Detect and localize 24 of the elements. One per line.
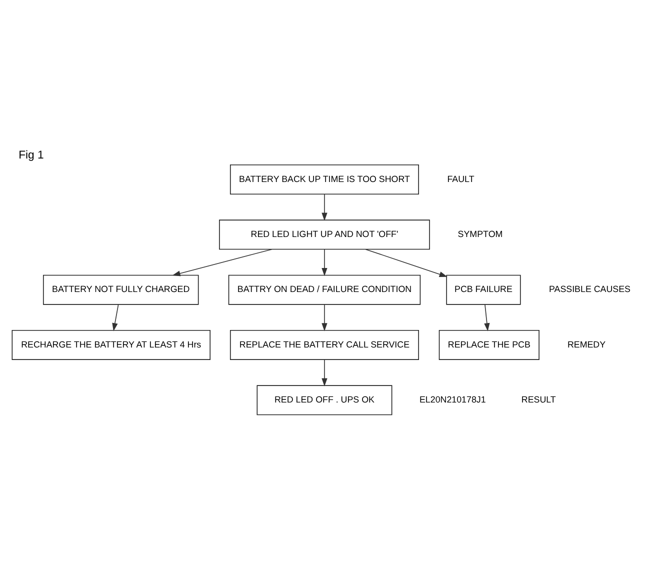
node-box: RECHARGE THE BATTERY AT LEAST 4 Hrs	[12, 330, 210, 360]
arrow	[322, 249, 328, 276]
label: EL20N210178J1	[419, 394, 486, 404]
node-box: BATTERY NOT FULLY CHARGED	[43, 274, 199, 305]
arrow	[322, 359, 328, 386]
arrow	[322, 304, 328, 332]
node-box: BATTERY BACK UP TIME IS TOO SHORT	[230, 164, 419, 194]
label: SYMPTOM	[458, 228, 503, 239]
arrow	[365, 248, 448, 277]
node-box: BATTRY ON DEAD / FAILURE CONDITION	[228, 274, 421, 305]
node-box: REPLACE THE PCB	[438, 330, 540, 360]
node-box: RED LED OFF . UPS OK	[256, 385, 392, 416]
diagram-title: Fig 1	[18, 150, 44, 162]
node-box: REPLACE THE BATTERY CALL SERVICE	[230, 330, 419, 360]
arrow	[484, 304, 490, 332]
label: PASSIBLE CAUSES	[548, 284, 631, 294]
arrow	[172, 248, 272, 276]
node-box: PCB FAILURE	[446, 274, 521, 305]
node-box: RED LED LIGHT UP AND NOT 'OFF'	[219, 220, 430, 250]
label: REMEDY	[567, 339, 606, 350]
arrow	[322, 194, 328, 221]
label: RESULT	[521, 394, 556, 404]
label: FAULT	[447, 174, 474, 184]
arrow	[112, 304, 119, 332]
